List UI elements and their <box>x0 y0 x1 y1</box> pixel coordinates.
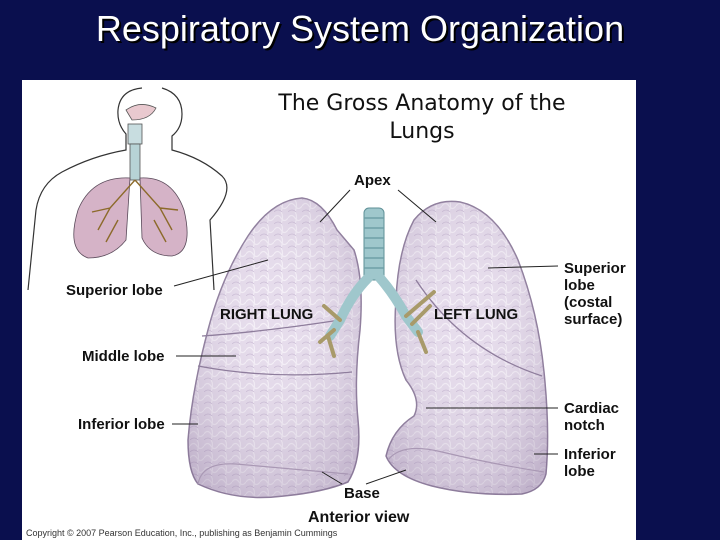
lung-illustration <box>27 87 559 499</box>
label-cardiac-notch: Cardiac notch <box>564 400 620 434</box>
diagram-panel: The Gross Anatomy of the Lungs Apex Supe… <box>22 80 636 540</box>
label-superior-lobe-left: Superior lobe (costal surface) <box>564 260 626 328</box>
label-inferior-lobe-right: Inferior lobe <box>78 416 165 433</box>
label-left-lung: LEFT LUNG <box>434 306 519 323</box>
slide-title: Respiratory System Organization <box>95 8 625 49</box>
diagram-title: The Gross Anatomy of the Lungs <box>212 90 632 146</box>
right-lung <box>187 197 362 499</box>
diagram-title-line1: The Gross Anatomy of the <box>278 91 566 116</box>
diagram-title-line2: Lungs <box>389 119 455 144</box>
inset-figure <box>27 87 228 291</box>
copyright-notice: Copyright © 2007 Pearson Education, Inc.… <box>26 528 338 538</box>
label-anterior-view: Anterior view <box>308 509 410 526</box>
label-apex: Apex <box>354 172 391 189</box>
leader-lines <box>172 189 559 485</box>
label-right-lung: RIGHT LUNG <box>220 306 314 323</box>
label-base: Base <box>344 485 380 502</box>
label-inferior-lobe-left: Inferior lobe <box>564 446 616 480</box>
label-middle-lobe: Middle lobe <box>82 348 165 365</box>
left-lung <box>385 200 549 496</box>
label-superior-lobe-right: Superior lobe <box>66 282 163 299</box>
trachea <box>318 207 436 358</box>
